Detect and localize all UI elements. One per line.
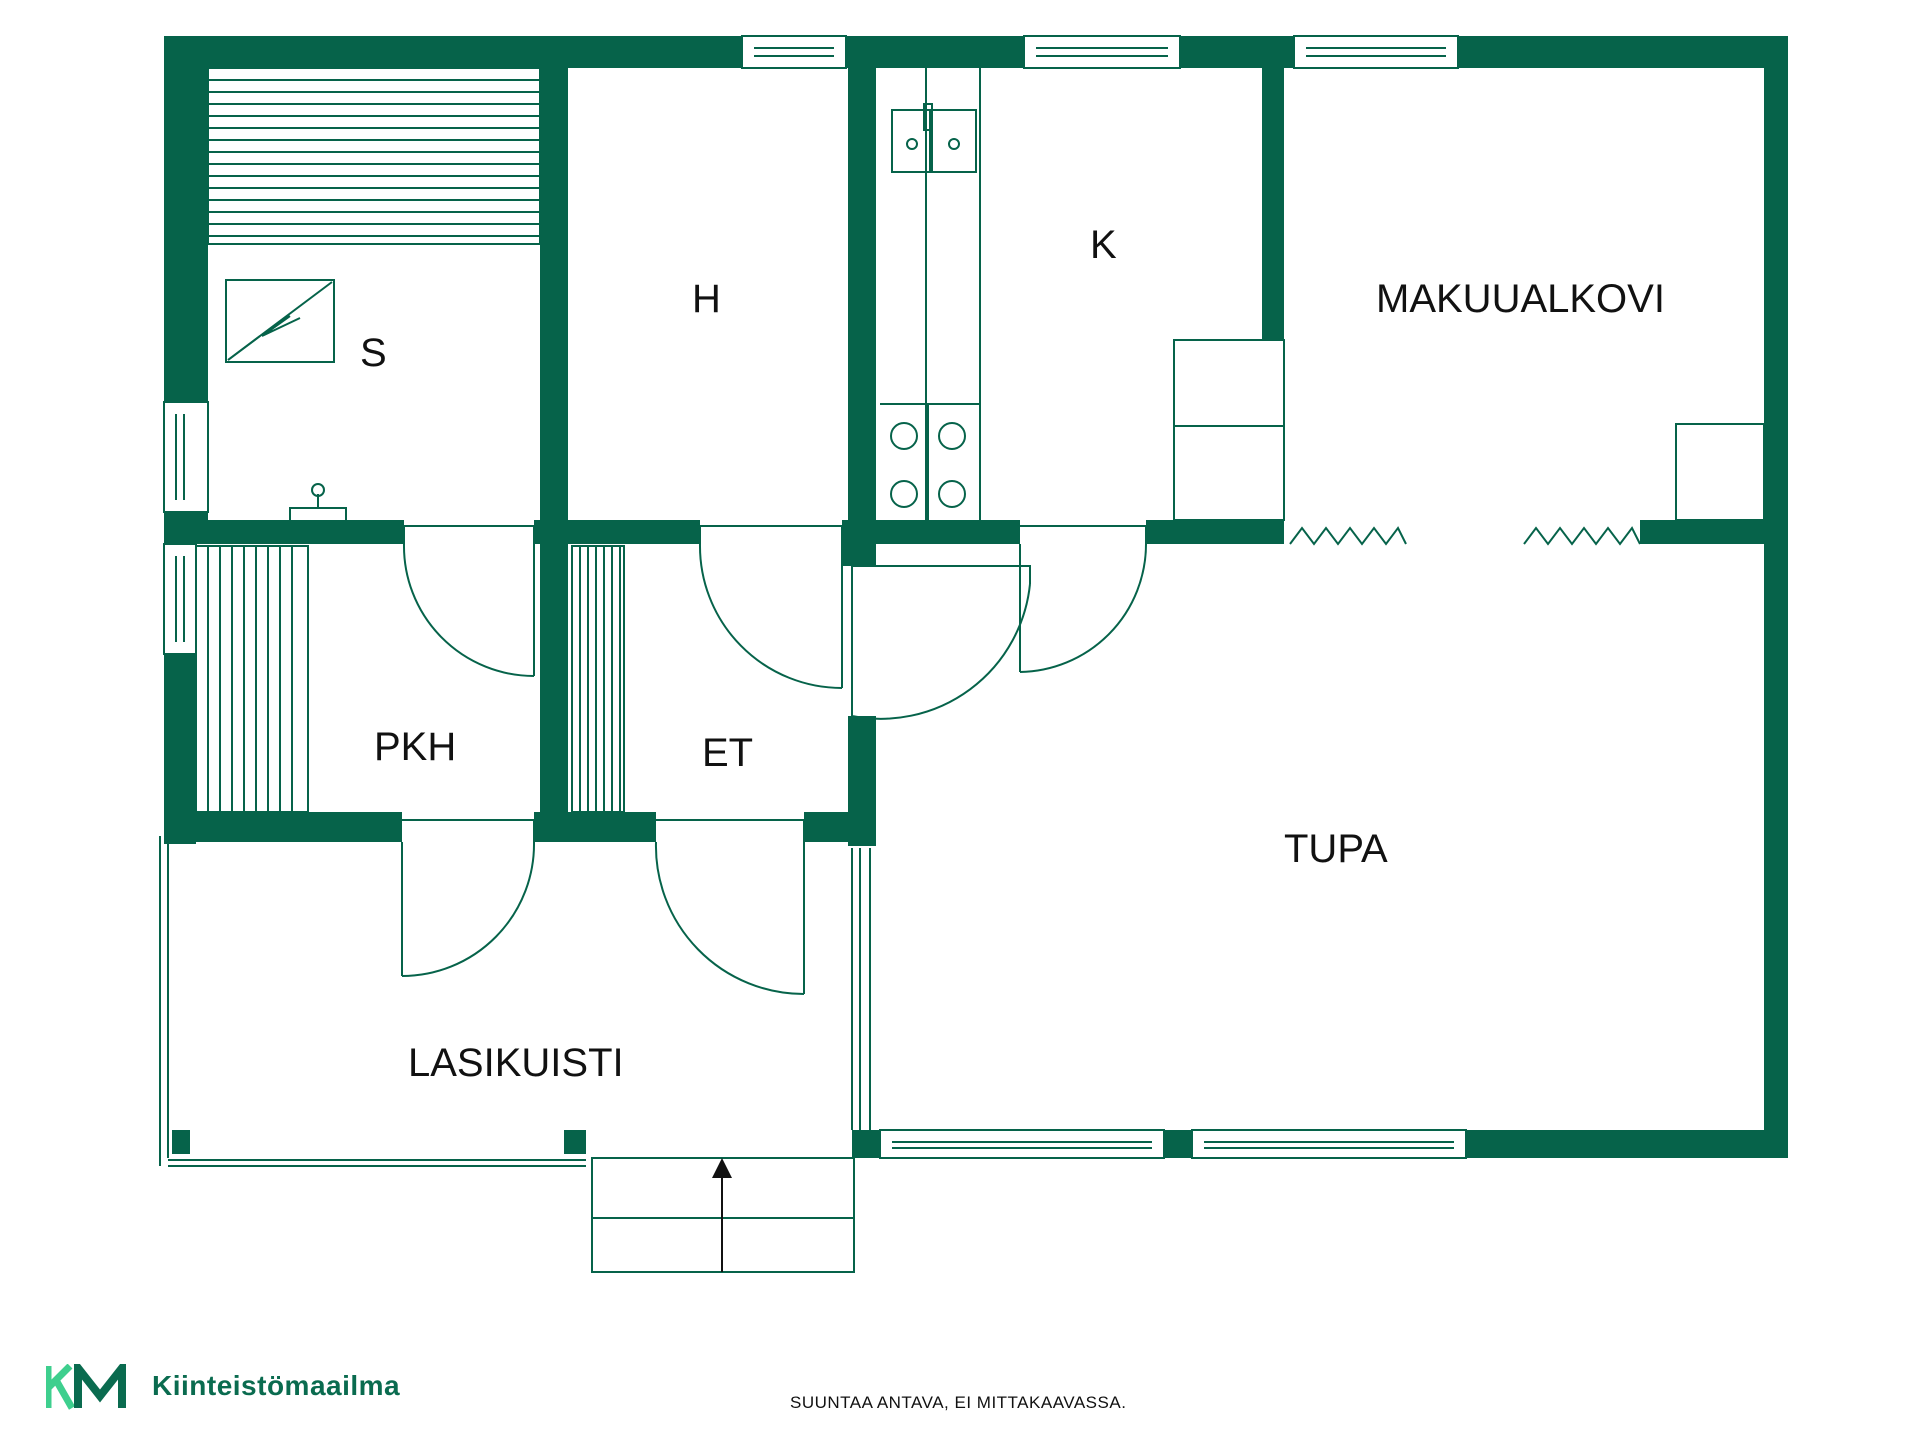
kitchen-counter	[880, 68, 981, 520]
entrance-arrow-icon	[712, 1158, 732, 1272]
door-kitchen-2	[1019, 525, 1147, 673]
window-top-1	[741, 35, 847, 69]
disclaimer-text: SUUNTAA ANTAVA, EI MITTAKAAVASSA.	[790, 1393, 1127, 1412]
walls	[164, 36, 1788, 1158]
sauna-stove-icon	[225, 279, 335, 363]
door-pkh	[402, 525, 535, 677]
door-lasikuisti-2	[654, 819, 805, 995]
window-top-3	[1293, 35, 1459, 69]
window-left-pkh	[163, 543, 197, 655]
shower-fixture-icon	[289, 483, 347, 523]
kitchen-cabinets	[1173, 339, 1285, 521]
window-bottom-1	[879, 1129, 1165, 1159]
room-label-pkh: PKH	[374, 725, 456, 769]
door-et	[698, 525, 843, 689]
room-label-k: K	[1090, 223, 1117, 267]
wardrobe	[1675, 423, 1765, 521]
glass-wall-bottom	[168, 1159, 586, 1167]
room-label-lasikuisti: LASIKUISTI	[408, 1041, 624, 1085]
window-left-sauna	[163, 401, 209, 513]
curtain-left	[1289, 526, 1407, 546]
door-kitchen-1	[851, 565, 1031, 720]
sauna-bench	[207, 67, 541, 245]
room-label-makuualkovi: MAKUUALKOVI	[1376, 277, 1665, 321]
room-label-h: H	[692, 277, 721, 321]
door-lasikuisti-1	[401, 819, 536, 977]
window-bottom-2	[1191, 1129, 1467, 1159]
room-label-s: S	[360, 331, 387, 375]
entry-closet	[571, 545, 625, 813]
glass-wall-left	[159, 836, 169, 1166]
brand-logo-icon	[46, 1364, 126, 1410]
room-label-tupa: TUPA	[1284, 827, 1388, 871]
glass-wall-right	[851, 848, 871, 1130]
laundry-bench	[195, 545, 309, 813]
room-label-et: ET	[702, 731, 753, 775]
brand-name: Kiinteistömaailma	[152, 1370, 401, 1401]
curtain-right	[1523, 526, 1641, 546]
window-top-2	[1023, 35, 1181, 69]
